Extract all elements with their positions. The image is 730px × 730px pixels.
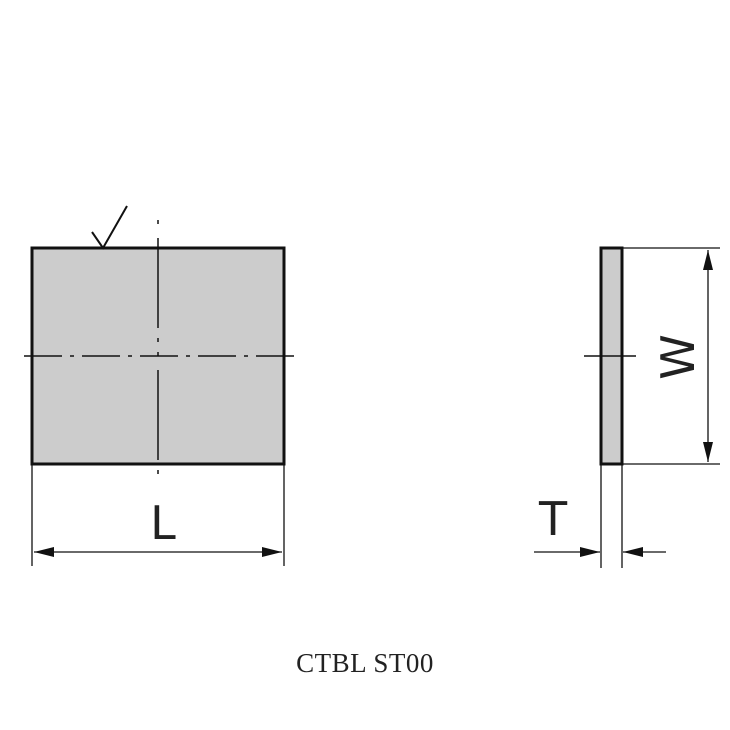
length-label: L: [150, 496, 176, 550]
width-label: W: [651, 334, 705, 379]
width-dimension: W: [622, 247, 720, 465]
thickness-label: T: [538, 492, 568, 546]
length-dimension: L: [31, 464, 285, 566]
drawing-caption: CTBL ST00: [296, 648, 434, 678]
thickness-dimension: T: [534, 464, 666, 568]
surface-finish-symbol: [91, 205, 128, 250]
